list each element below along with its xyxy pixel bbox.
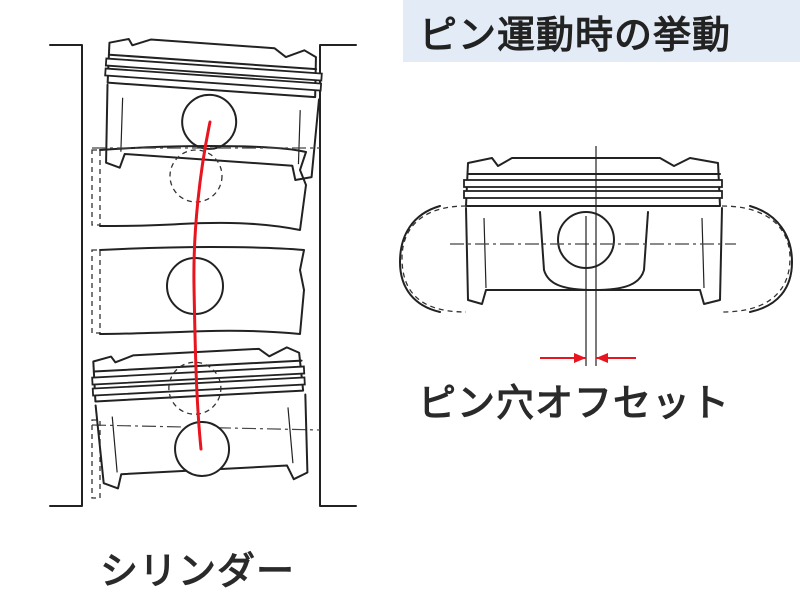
cylinder-label: シリンダー bbox=[100, 549, 296, 593]
piston-offset-view bbox=[399, 146, 793, 366]
ghost-skirt-2 bbox=[91, 246, 305, 335]
pin-trajectory-line bbox=[192, 120, 212, 451]
cylinder-walls bbox=[49, 44, 357, 507]
piston-top bbox=[104, 38, 323, 181]
page-title: ピン運動時の挙動 bbox=[419, 13, 732, 57]
pin-offset-label: ピン穴オフセット bbox=[418, 381, 731, 425]
cylinder-wall-right bbox=[319, 44, 357, 507]
piston-bottom bbox=[91, 346, 309, 490]
ghost-skirt-1 bbox=[91, 145, 320, 231]
cylinder-wall-left bbox=[49, 44, 83, 507]
ghost-skirt-3 bbox=[91, 419, 321, 499]
title-banner bbox=[403, 0, 800, 62]
offset-dimension-arrows bbox=[540, 353, 636, 363]
